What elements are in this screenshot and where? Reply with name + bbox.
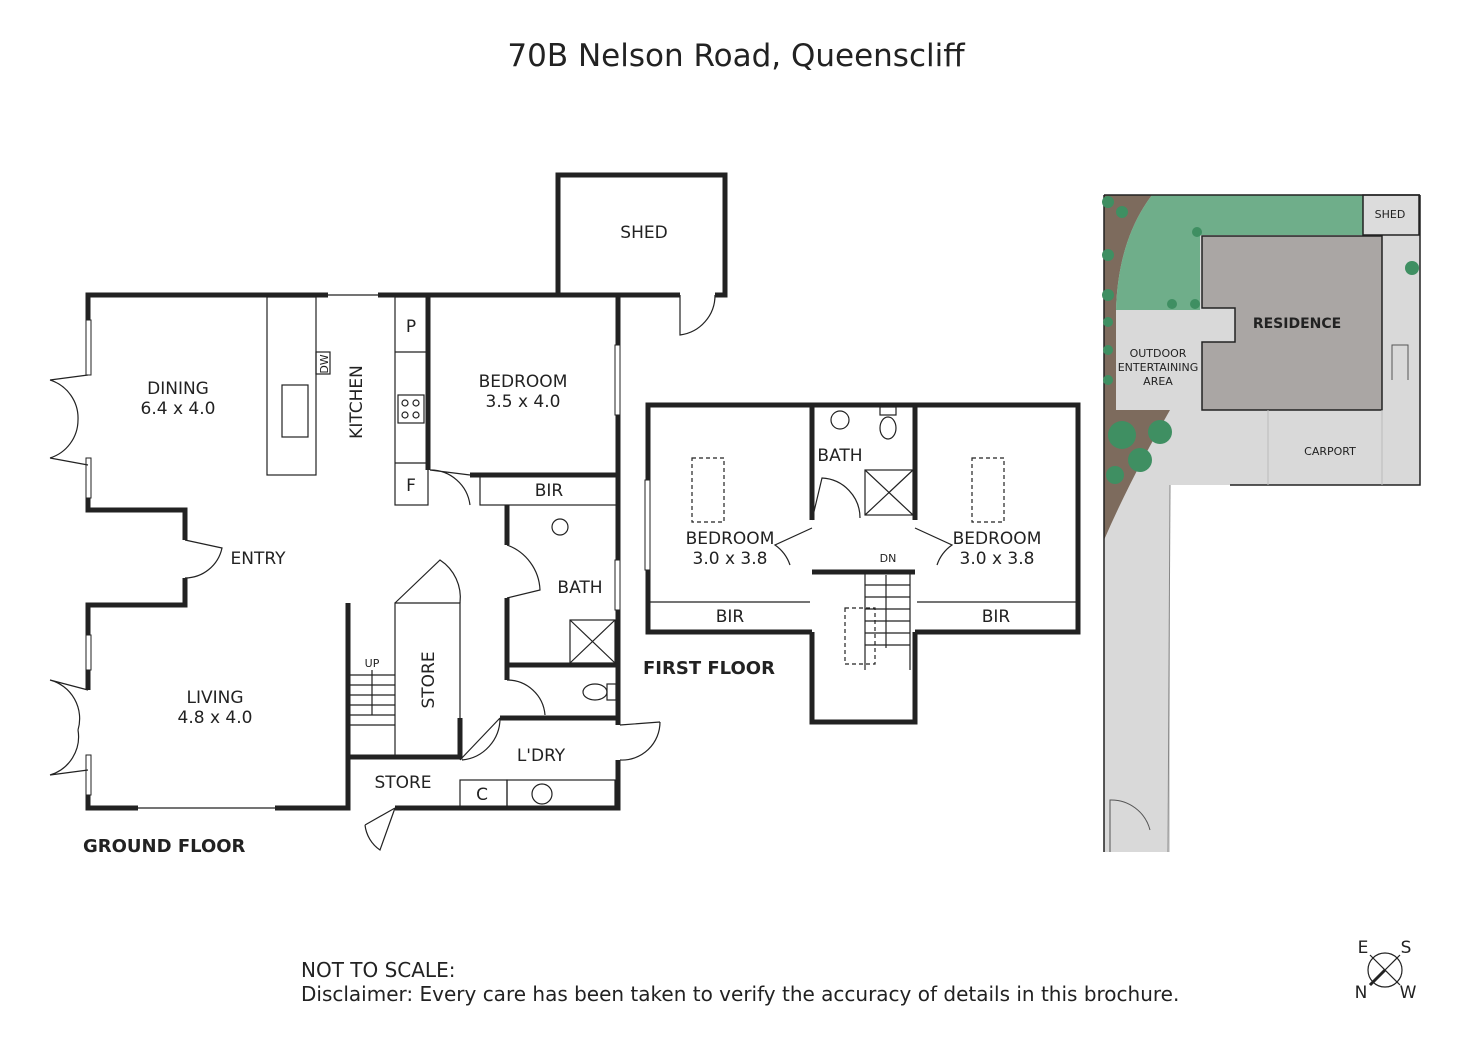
outdoor-label-1: OUTDOOR (1130, 347, 1187, 360)
bedroom-label: BEDROOM (479, 372, 568, 392)
entry-label: ENTRY (231, 549, 287, 569)
dining-size: 6.4 x 4.0 (141, 399, 216, 419)
first-floor-label: FIRST FLOOR (643, 658, 775, 679)
ff-bir2-label: BIR (982, 607, 1011, 627)
store-vertical-label: STORE (419, 651, 439, 708)
shed-label: SHED (620, 223, 667, 243)
disclaimer: NOT TO SCALE: Disclaimer: Every care has… (301, 958, 1179, 1006)
cupboard-label: C (476, 785, 488, 805)
bath-label: BATH (557, 578, 602, 598)
dishwasher-label: DW (318, 354, 331, 373)
compass-n: N (1355, 983, 1368, 1003)
fridge-label: F (406, 476, 416, 496)
up-label: UP (365, 657, 380, 670)
compass-icon: E S N W (1355, 938, 1417, 1003)
compass-w: W (1400, 983, 1417, 1003)
not-to-scale-text: NOT TO SCALE: (301, 958, 456, 982)
compass-e: E (1358, 938, 1369, 958)
outdoor-label-2: ENTERTAINING (1118, 361, 1199, 374)
site-shed-label: SHED (1375, 208, 1406, 221)
carport-label: CARPORT (1304, 445, 1356, 458)
compass-s: S (1401, 938, 1412, 958)
kitchen-label: KITCHEN (347, 365, 367, 439)
store-label: STORE (374, 773, 431, 793)
first-floor-plan: BATH BEDROOM 3.0 x 3.8 BEDROOM 3.0 x 3.8… (643, 402, 1081, 725)
laundry-label: L'DRY (517, 746, 566, 766)
ff-bedroom1-size: 3.0 x 3.8 (693, 549, 768, 569)
dn-label: DN (880, 552, 897, 565)
living-size: 4.8 x 4.0 (178, 708, 253, 728)
living-label: LIVING (186, 688, 243, 708)
residence-label: RESIDENCE (1253, 316, 1341, 332)
outdoor-label-3: AREA (1143, 375, 1173, 388)
plan-title: 70B Nelson Road, Queenscliff (507, 38, 965, 74)
disclaimer-text: Disclaimer: Every care has been taken to… (301, 982, 1180, 1006)
ground-floor-label: GROUND FLOOR (83, 836, 246, 857)
site-plan: SHED RESIDENCE OUTDOOR ENTERTAINING AREA… (1102, 194, 1421, 853)
ground-floor-plan: SHED DINING 6.4 x 4.0 KITCHEN DW P F BED… (49, 172, 728, 857)
pantry-label: P (406, 317, 416, 337)
ff-bath-label: BATH (817, 446, 862, 466)
dining-label: DINING (147, 379, 209, 399)
ff-bedroom1-label: BEDROOM (686, 529, 775, 549)
bir-label: BIR (535, 481, 564, 501)
bedroom-size: 3.5 x 4.0 (486, 392, 561, 412)
ff-bir1-label: BIR (716, 607, 745, 627)
ff-bedroom2-size: 3.0 x 3.8 (960, 549, 1035, 569)
ff-bedroom2-label: BEDROOM (953, 529, 1042, 549)
